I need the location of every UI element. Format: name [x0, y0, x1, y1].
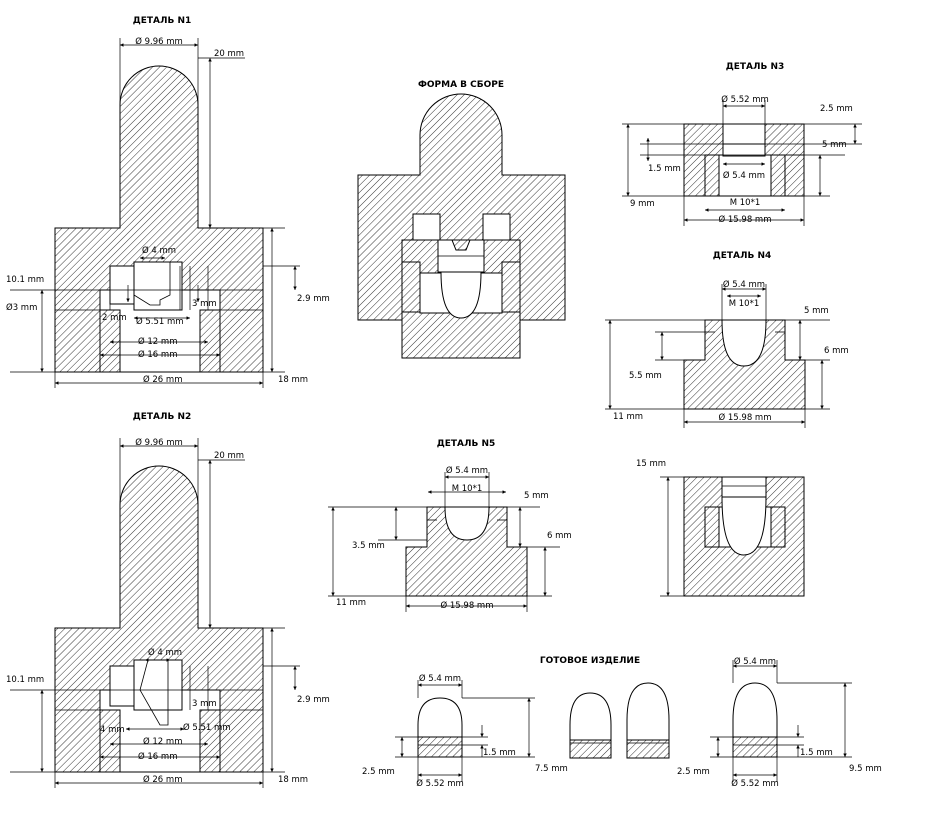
fin-left-d-75: 7.5 mm: [535, 764, 568, 774]
p4-d-6: 6 mm: [824, 346, 849, 356]
section-drawing: 15 mm: [636, 459, 805, 597]
p2-left-4: 4 mm: [100, 725, 125, 735]
p4-d-55: 5.5 mm: [629, 371, 662, 381]
p5-dia-1598: Ø 15.98 mm: [441, 600, 494, 611]
title-part1: ДЕТАЛЬ N1: [133, 16, 192, 26]
p3-d-9: 9 mm: [630, 199, 655, 209]
p1-dia-top: Ø 9.96 mm: [135, 36, 183, 47]
p4-dia-1598: Ø 15.98 mm: [719, 412, 772, 423]
p1-h-left: 10.1 mm: [6, 275, 44, 285]
p2-h-left: 10.1 mm: [6, 675, 44, 685]
p4-dia-54: Ø 5.4 mm: [723, 279, 765, 290]
fin-left-d-15: 1.5 mm: [483, 748, 516, 758]
p2-len-top: 20 mm: [214, 451, 244, 461]
title-assembly: ФОРМА В СБОРЕ: [418, 80, 504, 90]
p2-h-18: 18 mm: [278, 775, 308, 785]
fin-right-d-95: 9.5 mm: [849, 764, 882, 774]
p1-dia-left: Ø3 mm: [6, 302, 37, 313]
fin-right-dia-552: Ø 5.52 mm: [731, 778, 779, 789]
part4-drawing: Ø 5.4 mm M 10*1 5 mm 6 mm 5.5 mm 11 mm Ø…: [605, 279, 849, 428]
p1-dia-12: Ø 12 mm: [138, 336, 177, 347]
p3-thread: M 10*1: [730, 198, 761, 208]
p5-dia-54: Ø 5.4 mm: [446, 465, 488, 476]
fin-left-dia-552: Ø 5.52 mm: [416, 778, 464, 789]
p4-thread: M 10*1: [729, 299, 760, 309]
p5-d-6: 6 mm: [547, 531, 572, 541]
p2-dia-12: Ø 12 mm: [143, 736, 182, 747]
p2-dia-551: Ø 5.51 mm: [183, 722, 231, 733]
p5-thread: M 10*1: [452, 484, 483, 494]
fin-right-dia-54: Ø 5.4 mm: [734, 656, 776, 667]
p1-dia-16: Ø 16 mm: [138, 349, 177, 360]
fin-right-d-15: 1.5 mm: [800, 748, 833, 758]
finished-right: Ø 5.4 mm 1.5 mm 2.5 mm 9.5 mm Ø 5.52 mm: [677, 656, 882, 789]
title-finished: ГОТОВОЕ ИЗДЕЛИЕ: [540, 656, 640, 666]
finished-left: Ø 5.4 mm 1.5 mm 2.5 mm 7.5 mm Ø 5.52 mm: [362, 673, 568, 789]
part3-drawing: Ø 5.52 mm 2.5 mm 5 mm 1.5 mm Ø 5.4 mm 9 …: [622, 94, 862, 226]
p1-right-29: 2.9 mm: [297, 294, 330, 304]
fin-left-d-25: 2.5 mm: [362, 767, 395, 777]
p3-d-5: 5 mm: [822, 140, 847, 150]
title-part4: ДЕТАЛЬ N4: [713, 251, 772, 261]
finished-bullet-short: [569, 692, 612, 759]
p5-d-11: 11 mm: [336, 598, 366, 608]
p1-dia-551: Ø 5.51 mm: [136, 316, 184, 327]
assembly-drawing: [357, 93, 566, 359]
p1-left-2: 2 mm: [102, 313, 127, 323]
p1-len-top: 20 mm: [214, 49, 244, 59]
p2-dia-16: Ø 16 mm: [138, 751, 177, 762]
finished-bullet-long: [626, 682, 670, 759]
title-part3: ДЕТАЛЬ N3: [726, 62, 785, 72]
p1-dia-26: Ø 26 mm: [143, 374, 182, 385]
p2-right-3: 3 mm: [192, 699, 217, 709]
p1-dia-4: Ø 4 mm: [142, 245, 176, 256]
part1-drawing: Ø 9.96 mm 20 mm 10.1 mm Ø3 mm Ø 4 mm 2.9…: [6, 36, 330, 388]
part2-drawing: Ø 9.96 mm 20 mm 10.1 mm Ø 4 mm 2.9 mm 3 …: [6, 437, 330, 788]
p3-dia-552: Ø 5.52 mm: [721, 94, 769, 105]
p2-right-29: 2.9 mm: [297, 695, 330, 705]
fin-right-d-25: 2.5 mm: [677, 767, 710, 777]
p5-d-35: 3.5 mm: [352, 541, 385, 551]
p1-right-3: 3 mm: [192, 299, 217, 309]
p3-dia-1598: Ø 15.98 mm: [719, 214, 772, 225]
title-part2: ДЕТАЛЬ N2: [133, 412, 192, 422]
p3-dia-54: Ø 5.4 mm: [723, 170, 765, 181]
part5-drawing: Ø 5.4 mm M 10*1 5 mm 6 mm 3.5 mm 11 mm Ø…: [328, 465, 572, 612]
p1-h-18: 18 mm: [278, 375, 308, 385]
p2-dia-top: Ø 9.96 mm: [135, 437, 183, 448]
p2-dia-4: Ø 4 mm: [148, 647, 182, 658]
p4-d-11: 11 mm: [613, 412, 643, 422]
p3-d-15: 1.5 mm: [648, 164, 681, 174]
p5-d-5: 5 mm: [524, 491, 549, 501]
sec-d-15: 15 mm: [636, 459, 666, 469]
p4-d-5: 5 mm: [804, 306, 829, 316]
title-part5: ДЕТАЛЬ N5: [437, 439, 496, 449]
fin-left-dia-54: Ø 5.4 mm: [419, 673, 461, 684]
p3-d-25: 2.5 mm: [820, 104, 853, 114]
p2-dia-26: Ø 26 mm: [143, 774, 182, 785]
